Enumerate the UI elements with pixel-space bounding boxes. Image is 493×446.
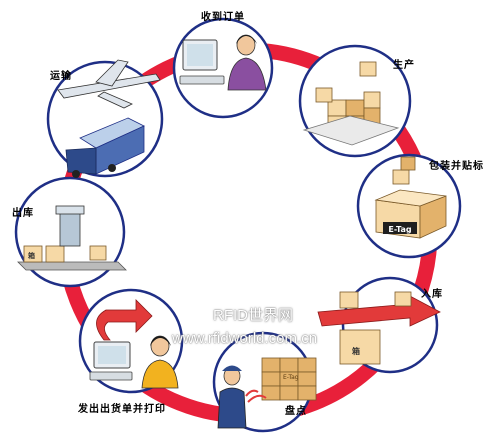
- station-receive-order: [172, 17, 274, 119]
- pallet-tag-label: E-Tag: [283, 374, 299, 381]
- inbound-boxes-icon: [339, 291, 412, 365]
- outbound-box-mark: 箱: [28, 251, 35, 260]
- label-receive-order: 收到订单: [201, 12, 245, 23]
- label-warehouse-out: 出库: [12, 208, 34, 219]
- label-production: 生产: [393, 60, 415, 71]
- station-production: [298, 44, 412, 158]
- station-print-ship-docs: [78, 288, 184, 394]
- truck-icon: [65, 117, 145, 178]
- label-transport: 运输: [50, 71, 72, 82]
- station-pack-and-tag: [356, 153, 462, 259]
- watermark-url: www.rfidworld.com.cn: [172, 330, 318, 347]
- pallet-boxes-icon: [261, 357, 317, 401]
- label-pack-and-tag: 包装并贴标: [429, 161, 484, 172]
- station-warehouse-out: [14, 176, 127, 288]
- operator-person-icon: [227, 34, 267, 91]
- inbound-box-mark: 箱: [352, 346, 360, 356]
- label-inventory-check: 盘点: [285, 406, 307, 417]
- tagged-box-icon: [374, 156, 447, 239]
- station-transport: [46, 59, 164, 178]
- clerk-person-icon: [141, 335, 179, 389]
- label-warehouse-in: 入库: [421, 289, 443, 300]
- print-computer-icon: [89, 341, 133, 381]
- e-tag-label: E-Tag: [388, 225, 411, 234]
- station-inventory-check: [212, 331, 317, 433]
- label-print-ship-docs: 发出出货单并打印: [78, 404, 166, 415]
- box-stack-icon: [302, 61, 400, 146]
- computer-icon: [179, 39, 225, 85]
- return-arrow-icon: [96, 299, 153, 341]
- conveyor-icon: [17, 205, 127, 271]
- station-warehouse-in: [317, 276, 441, 374]
- watermark-site-name: RFID世界网: [213, 307, 293, 324]
- airplane-icon: [57, 59, 161, 109]
- scanner-worker-icon: [217, 365, 267, 429]
